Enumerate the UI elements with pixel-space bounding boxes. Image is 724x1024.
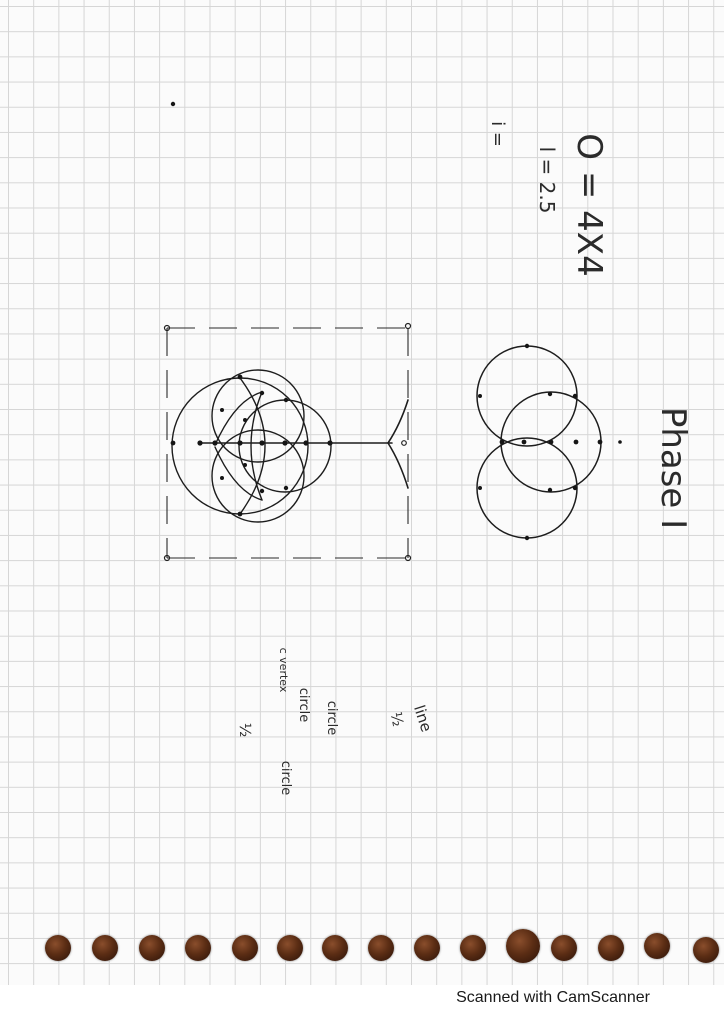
label-half-2-text: ½ bbox=[236, 723, 254, 738]
camscanner-watermark: Scanned with CamScanner bbox=[456, 989, 650, 1006]
bounding-box bbox=[167, 328, 408, 558]
circle-left bbox=[172, 378, 308, 514]
binding-hole bbox=[460, 935, 486, 961]
arc-inner-4 bbox=[240, 378, 265, 514]
label-half-1: ½ bbox=[387, 710, 407, 727]
construction-circles bbox=[172, 370, 331, 522]
binding-hole bbox=[506, 929, 540, 963]
binding-hole bbox=[368, 935, 394, 961]
bounding-box-corners bbox=[165, 324, 411, 561]
circle-bottom bbox=[212, 430, 304, 522]
circle-top bbox=[212, 370, 304, 462]
trefoil-circle-top bbox=[477, 346, 577, 446]
formula-i-note: i = bbox=[487, 121, 508, 147]
binding-hole bbox=[693, 937, 719, 963]
trefoil-figure bbox=[477, 346, 601, 538]
arc-inner-1 bbox=[215, 392, 262, 445]
arc-inner-3 bbox=[251, 392, 262, 500]
construction-points bbox=[170, 374, 407, 517]
stray-dot bbox=[170, 101, 176, 107]
trefoil-points bbox=[478, 343, 622, 541]
binding-hole bbox=[45, 935, 71, 961]
formula-o-note: O = 4X4 bbox=[569, 133, 609, 276]
label-line: line bbox=[410, 703, 435, 734]
binding-hole bbox=[598, 935, 624, 961]
binding-hole bbox=[232, 935, 258, 961]
scan-footer: Scanned with CamScanner bbox=[0, 985, 724, 1024]
formula-l-note: l = 2.5 bbox=[535, 147, 559, 214]
binding-hole bbox=[185, 935, 211, 961]
formula-l-text: l = 2.5 bbox=[535, 147, 559, 214]
label-half-1-text: ½ bbox=[387, 710, 407, 727]
circle-center-right bbox=[239, 400, 331, 492]
binding-hole bbox=[322, 935, 348, 961]
label-vertex-text: c vertex bbox=[277, 648, 290, 693]
binding-hole bbox=[551, 935, 577, 961]
binding-hole bbox=[277, 935, 303, 961]
label-circle-3: circle bbox=[278, 761, 293, 796]
label-circle-1: circle bbox=[324, 701, 339, 736]
label-line-text: line bbox=[410, 703, 435, 734]
label-circle-3-text: circle bbox=[278, 761, 293, 796]
phase-title-text: Phase I bbox=[653, 407, 693, 529]
formula-i-text: i = bbox=[487, 121, 508, 147]
label-vertex: c vertex bbox=[277, 648, 290, 693]
phase-title: Phase I bbox=[653, 407, 693, 529]
formula-o-text: O = 4X4 bbox=[569, 133, 609, 276]
binding-hole bbox=[139, 935, 165, 961]
label-circle-2-text: circle bbox=[296, 688, 311, 723]
binding-hole bbox=[644, 933, 670, 959]
binding-holes bbox=[0, 925, 724, 985]
label-circle-1-text: circle bbox=[324, 701, 339, 736]
graph-paper-page: O = 4X4 l = 2.5 i = Phase I bbox=[0, 0, 724, 985]
sketch-drawing: O = 4X4 l = 2.5 i = Phase I bbox=[0, 101, 693, 796]
arc-inner-2 bbox=[215, 447, 262, 500]
trefoil-circle-bottom bbox=[477, 438, 577, 538]
label-circle-2: circle bbox=[296, 688, 311, 723]
label-half-2: ½ bbox=[236, 723, 254, 738]
binding-hole bbox=[414, 935, 440, 961]
vertex-chevron bbox=[388, 400, 408, 488]
binding-hole bbox=[92, 935, 118, 961]
